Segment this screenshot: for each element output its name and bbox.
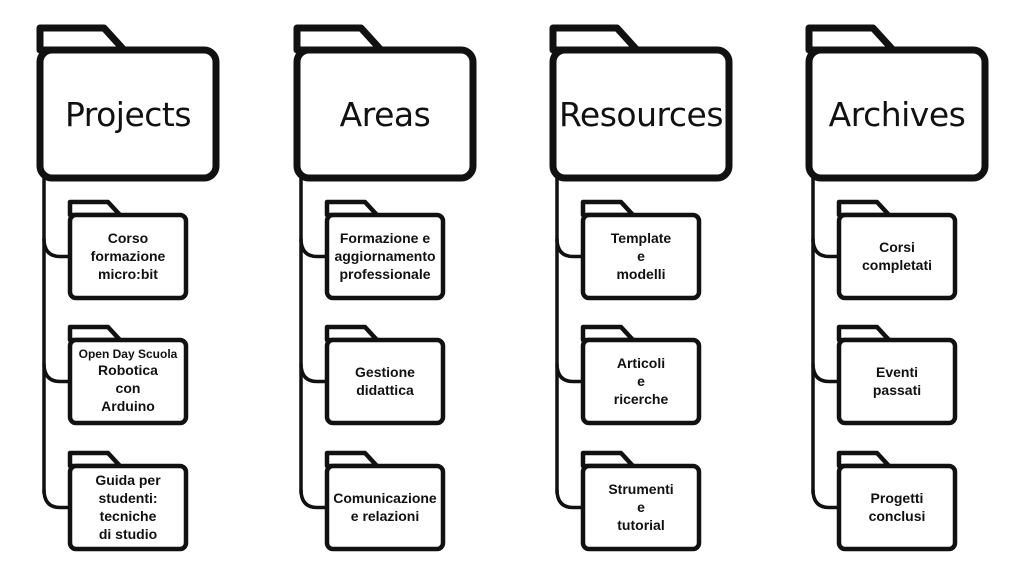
- subfolder-label-line: Eventi: [875, 364, 918, 380]
- subfolder-label: Comunicazione e relazioni: [331, 470, 439, 544]
- subfolder-icon: [580, 212, 702, 301]
- subfolder-label-line: didattica: [356, 382, 414, 398]
- subfolder-icon: [836, 337, 958, 426]
- subfolder-label-line: tecniche: [99, 508, 157, 524]
- subfolder-icon: [324, 463, 446, 552]
- subfolder-label-line: conclusi: [868, 508, 926, 524]
- subfolder-label-line: formazione: [90, 248, 166, 264]
- subfolder-icon: [836, 463, 958, 552]
- subfolder-label: Template e modelli: [587, 219, 695, 293]
- subfolder-icon: [836, 212, 958, 301]
- folder-title-resources: Resources: [558, 94, 724, 134]
- subfolder-label-line: studenti:: [98, 490, 158, 506]
- subfolder-icon: [67, 212, 189, 301]
- subfolder-label-line: Strumenti: [608, 481, 674, 497]
- subfolder-label-line: Comunicazione: [333, 490, 437, 506]
- subfolder-label-line: micro:bit: [98, 266, 158, 282]
- subfolder-icon: [324, 337, 446, 426]
- branch-connector: [555, 363, 583, 384]
- subfolder-label: Corso formazione micro:bit: [74, 219, 182, 293]
- branch-connector: [42, 238, 70, 259]
- column-areas: [293, 24, 477, 552]
- subfolder-label: Guida per studenti: tecniche di studio: [74, 470, 182, 544]
- folder-icon: [549, 46, 733, 182]
- subfolder-label-line: aggiornamento: [334, 248, 436, 264]
- subfolder-label-line: modelli: [616, 266, 666, 282]
- subfolder-label-line: Robotica: [98, 362, 158, 378]
- folder-title-areas: Areas: [339, 94, 431, 134]
- subfolder-label-line: e: [637, 373, 645, 389]
- subfolder-icon: [67, 463, 189, 552]
- branch-connector: [811, 363, 839, 384]
- folder-title-projects: Projects: [64, 94, 192, 134]
- column-projects: [36, 24, 220, 552]
- branch-connector: [811, 489, 839, 510]
- branch-connector: [555, 238, 583, 259]
- subfolder-label: Articoli e ricerche: [587, 344, 695, 418]
- subfolder-label-line: Open Day Scuola: [78, 347, 178, 361]
- branch-connector: [299, 489, 327, 510]
- subfolder-label-line: Progetti: [870, 490, 924, 506]
- branch-connector: [555, 489, 583, 510]
- subfolder-label: Strumenti e tutorial: [587, 470, 695, 544]
- folder-icon: [293, 46, 477, 182]
- subfolder-label: Eventi passati: [843, 344, 951, 418]
- subfolder-label-line: di studio: [98, 526, 158, 542]
- subfolder-label: Formazione e aggiornamento professionale: [331, 219, 439, 293]
- branch-connector: [42, 489, 70, 510]
- folder-title-archives: Archives: [828, 94, 966, 134]
- subfolder-label-line: Guida per: [95, 472, 161, 488]
- branch-connector: [299, 238, 327, 259]
- subfolder-label-line: professionale: [339, 266, 431, 282]
- branch-connector: [811, 238, 839, 259]
- subfolder-label: Progetti conclusi: [843, 470, 951, 544]
- branch-connector: [42, 363, 70, 384]
- subfolder-label-line: completati: [861, 257, 932, 273]
- subfolder-icon: [67, 337, 189, 426]
- subfolder-label-line: e: [637, 499, 645, 515]
- subfolder-icon: [324, 212, 446, 301]
- subfolder-label-line: Articoli: [616, 355, 666, 371]
- column-resources: [549, 24, 733, 552]
- subfolder-label-line: Formazione e: [339, 230, 431, 246]
- subfolder-label-line: Corsi: [879, 239, 915, 255]
- column-archives: [805, 24, 989, 552]
- subfolder-label: Corsi completati: [843, 219, 951, 293]
- subfolder-label-line: passati: [872, 382, 922, 398]
- subfolder-label-line: Arduino: [101, 398, 155, 414]
- subfolder-label-line: Corso: [107, 230, 149, 246]
- subfolder-label-line: e relazioni: [350, 508, 420, 524]
- subfolder-label-line: Gestione: [355, 364, 415, 380]
- subfolder-label-line: con: [115, 380, 141, 396]
- folder-icon: [36, 46, 220, 182]
- subfolder-label-line: e: [637, 248, 645, 264]
- folder-icon: [805, 46, 989, 182]
- subfolder-label-line: Template: [610, 230, 672, 246]
- subfolder-icon: [580, 337, 702, 426]
- subfolder-label: Gestione didattica: [331, 344, 439, 418]
- branch-connector: [299, 363, 327, 384]
- subfolder-label-line: ricerche: [613, 391, 669, 407]
- subfolder-label-line: tutorial: [617, 517, 665, 533]
- subfolder-icon: [580, 463, 702, 552]
